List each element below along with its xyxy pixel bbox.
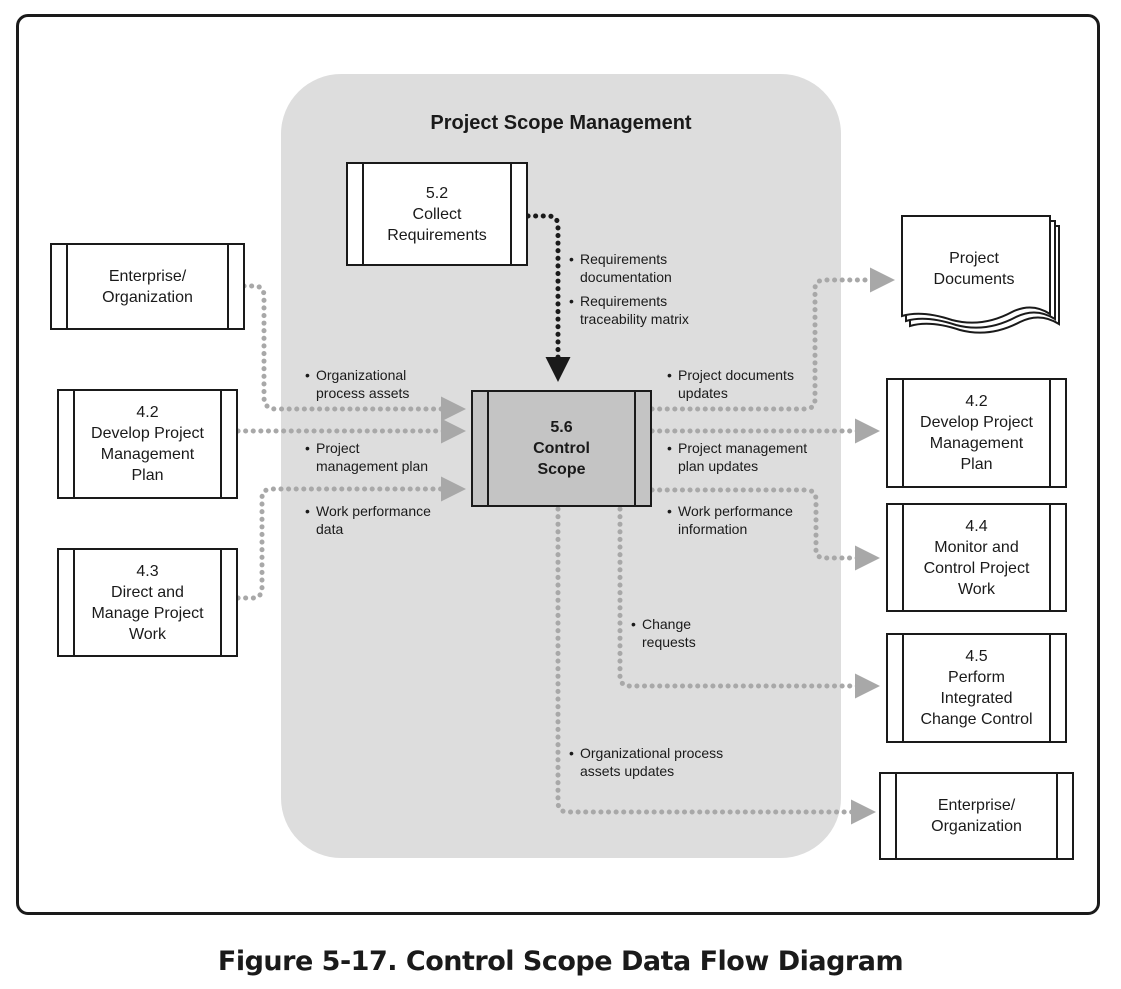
region-title: Project Scope Management <box>430 112 692 134</box>
flow-org-process-assets-updates <box>555 506 876 825</box>
flow-work-performance-data <box>235 476 466 601</box>
output-enterprise-organization: Enterprise/Organization <box>879 772 1074 860</box>
flow-requirements <box>525 213 571 382</box>
project-documents-shape <box>901 215 1060 334</box>
diagram-frame <box>16 14 1100 915</box>
flow-project-documents-updates <box>649 267 895 412</box>
flow-change-requests <box>617 506 880 699</box>
flow-org-process-assets <box>241 283 466 422</box>
flow-work-performance-information <box>649 487 880 571</box>
figure-caption: Figure 5-17. Control Scope Data Flow Dia… <box>217 946 904 977</box>
project-documents-label: Project Documents <box>933 250 1015 288</box>
input-enterprise-organization: Enterprise/Organization <box>50 243 245 330</box>
